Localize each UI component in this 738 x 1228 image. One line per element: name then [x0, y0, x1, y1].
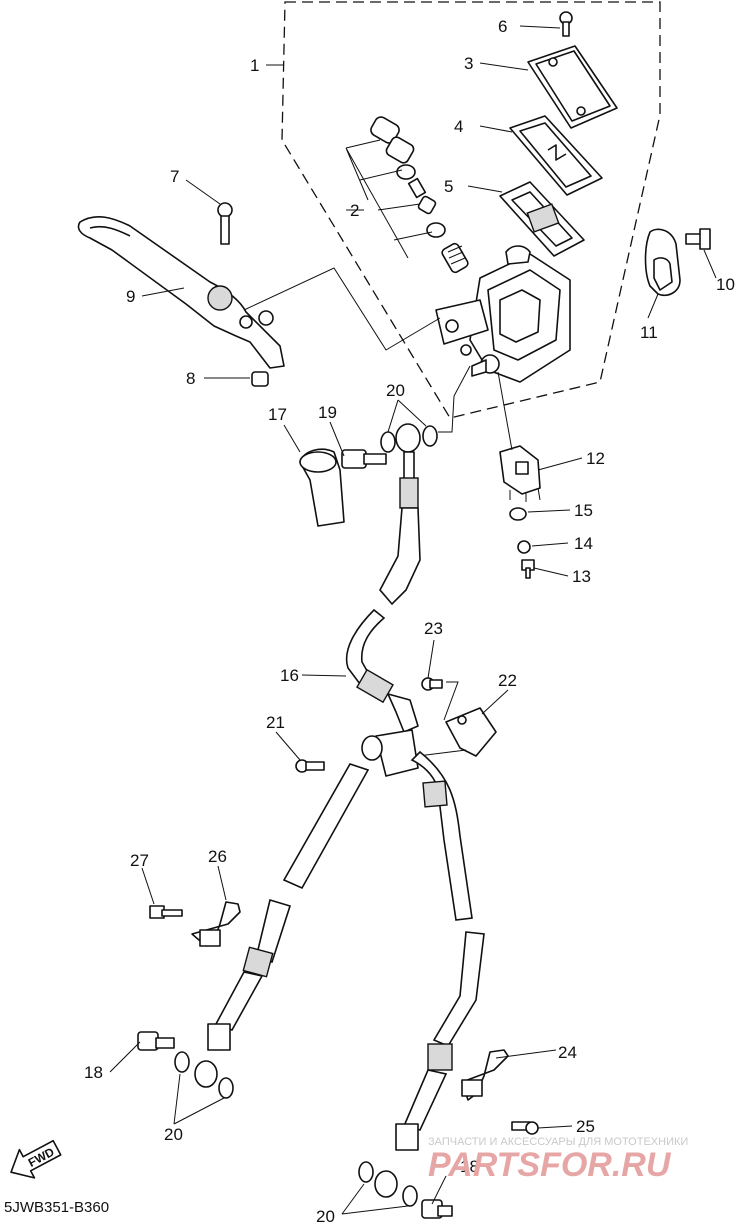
diaphragm	[499, 181, 585, 257]
callout-3: 3	[464, 54, 473, 73]
callout-12: 12	[586, 449, 605, 468]
watermark-brand: PARTSFOR.RU	[428, 1146, 672, 1184]
diaphragm-holder	[509, 115, 603, 196]
callout-25: 25	[576, 1117, 595, 1136]
callout-1: 1	[250, 56, 259, 75]
callout-14: 14	[574, 534, 593, 553]
callout-18-right: 18	[460, 1157, 479, 1176]
callout-23: 23	[424, 619, 443, 638]
callout-9: 9	[126, 287, 135, 306]
master-cylinder-body	[435, 245, 571, 383]
bracket-bolt-right	[511, 1121, 539, 1135]
callout-17: 17	[268, 405, 287, 424]
master-cylinder-holder	[644, 228, 681, 296]
union-bolt-right	[421, 1199, 453, 1219]
brake-hose-left	[194, 763, 370, 1088]
hose-guide-bracket	[445, 707, 497, 757]
brake-hose-joint	[361, 729, 419, 777]
piston-kit	[345, 116, 469, 274]
brake-lever	[77, 215, 285, 369]
callout-24: 24	[558, 1043, 577, 1062]
callout-20-left: 20	[164, 1125, 183, 1144]
callout-15: 15	[574, 501, 593, 520]
callout-20-top: 20	[386, 381, 405, 400]
brake-hose-upper	[345, 423, 421, 733]
joint-bolt	[295, 759, 325, 773]
callout-10: 10	[716, 275, 735, 294]
washer-upper-2	[422, 425, 438, 447]
callout-7: 7	[170, 167, 179, 186]
caliper-bracket-right	[461, 1049, 509, 1101]
callout-4: 4	[454, 117, 463, 136]
switch-washer	[509, 507, 527, 521]
watermark-tagline: ЗАПЧАСТИ И АКСЕССУАРЫ ДЛЯ МОТОТЕХНИКИ	[428, 1136, 688, 1148]
reservoir-cap	[527, 45, 618, 129]
washer-right-2	[402, 1185, 418, 1207]
switch-screw	[521, 559, 535, 579]
callout-6: 6	[498, 17, 507, 36]
callout-11: 11	[640, 323, 658, 342]
callout-20-right: 20	[316, 1207, 335, 1226]
lever-nut	[251, 371, 269, 387]
switch-spacer	[517, 540, 531, 554]
callout-18-left: 18	[84, 1063, 103, 1082]
leader-lines	[109, 25, 717, 1215]
washer-left-2	[218, 1077, 234, 1099]
callout-27: 27	[130, 851, 149, 870]
lever-bolt	[217, 202, 233, 245]
union-bolt-cover	[299, 448, 345, 527]
washer-left-1	[174, 1051, 190, 1073]
cap-screw	[559, 11, 573, 37]
union-bolt-left	[137, 1031, 175, 1051]
bracket-bolt-left	[149, 905, 183, 919]
callout-8: 8	[186, 369, 195, 388]
callout-13: 13	[572, 567, 591, 586]
brake-hose-right	[374, 750, 485, 1198]
brake-switch	[497, 371, 541, 502]
callout-5: 5	[444, 177, 453, 196]
washer-right-1	[358, 1161, 374, 1183]
callout-22: 22	[498, 671, 517, 690]
fwd-arrow-icon: FWD	[10, 1139, 62, 1179]
union-bolt-upper	[341, 449, 387, 469]
holder-bolt	[685, 228, 711, 250]
assembly-boundary	[281, 1, 661, 419]
diagram-code: 5JWB351-B360	[4, 1199, 109, 1216]
caliper-bracket-left	[191, 901, 241, 947]
callout-26: 26	[208, 847, 227, 866]
callout-19: 19	[318, 403, 337, 422]
callout-16: 16	[280, 666, 299, 685]
callout-21: 21	[266, 713, 285, 732]
callout-2: 2	[350, 201, 359, 220]
hose-guide-bolt	[421, 677, 443, 691]
washer-upper-1	[380, 431, 396, 453]
